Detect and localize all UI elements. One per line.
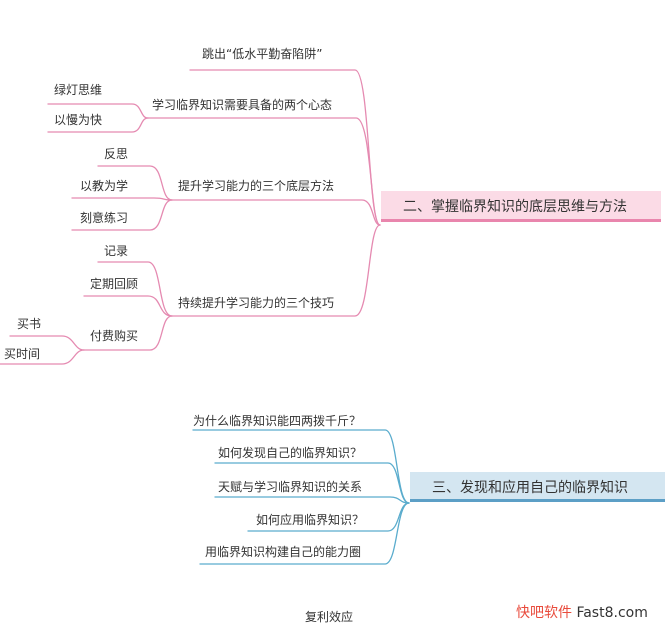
connector bbox=[83, 315, 173, 351]
branch-2-4[interactable]: 持续提升学习能力的三个技巧 bbox=[178, 296, 335, 310]
watermark-site: Fast8.com bbox=[576, 605, 648, 621]
connector bbox=[214, 496, 410, 504]
connector bbox=[199, 502, 410, 565]
topic-title: 二、掌握临界知识的底层思维与方法 bbox=[403, 199, 627, 215]
topic-section-3[interactable]: 三、发现和应用自己的临界知识 bbox=[410, 472, 665, 502]
connector bbox=[214, 462, 410, 504]
connector bbox=[9, 335, 85, 351]
branch-3-1[interactable]: 为什么临界知识能四两拨千斤？ bbox=[193, 414, 362, 428]
branch-2-1[interactable]: 跳出“低水平勤奋陷阱” bbox=[202, 47, 323, 61]
leaf[interactable]: 反思 bbox=[104, 147, 129, 161]
connector bbox=[97, 165, 173, 201]
connector bbox=[83, 295, 173, 317]
connector bbox=[47, 117, 149, 133]
leaf[interactable]: 付费购买 bbox=[90, 329, 139, 343]
leaf[interactable]: 买时间 bbox=[4, 347, 41, 361]
branch-2-2[interactable]: 学习临界知识需要具备的两个心态 bbox=[152, 98, 333, 112]
connector bbox=[0, 349, 85, 365]
topic-title: 三、发现和应用自己的临界知识 bbox=[432, 480, 628, 496]
branch-3-2[interactable]: 如何发现自己的临界知识？ bbox=[218, 446, 363, 460]
connector bbox=[171, 224, 381, 317]
leaf[interactable]: 以教为学 bbox=[80, 179, 129, 193]
topic-section-2[interactable]: 二、掌握临界知识的底层思维与方法 bbox=[381, 191, 661, 222]
branch-3-4[interactable]: 如何应用临界知识？ bbox=[256, 513, 365, 527]
branch-2-3[interactable]: 提升学习能力的三个底层方法 bbox=[178, 179, 335, 193]
connector bbox=[189, 69, 381, 226]
topic-section-4[interactable]: 复利效应 bbox=[305, 610, 354, 624]
watermark: 快吧软件 Fast8.com bbox=[516, 602, 648, 622]
branch-3-5[interactable]: 用临界知识构建自己的能力圈 bbox=[205, 545, 362, 559]
leaf[interactable]: 以慢为快 bbox=[54, 113, 103, 127]
leaf[interactable]: 买书 bbox=[17, 317, 42, 331]
leaf[interactable]: 绿灯思维 bbox=[54, 83, 103, 97]
connector bbox=[171, 199, 381, 226]
leaf[interactable]: 定期回顾 bbox=[90, 277, 139, 291]
connector bbox=[71, 197, 173, 201]
leaf[interactable]: 刻意练习 bbox=[80, 211, 129, 225]
connector bbox=[147, 117, 381, 226]
connector bbox=[71, 199, 173, 231]
watermark-brand: 快吧软件 bbox=[516, 605, 572, 621]
leaf[interactable]: 记录 bbox=[104, 244, 129, 258]
branch-3-3[interactable]: 天赋与学习临界知识的关系 bbox=[218, 480, 363, 494]
connector bbox=[47, 103, 149, 119]
connector bbox=[97, 261, 173, 317]
